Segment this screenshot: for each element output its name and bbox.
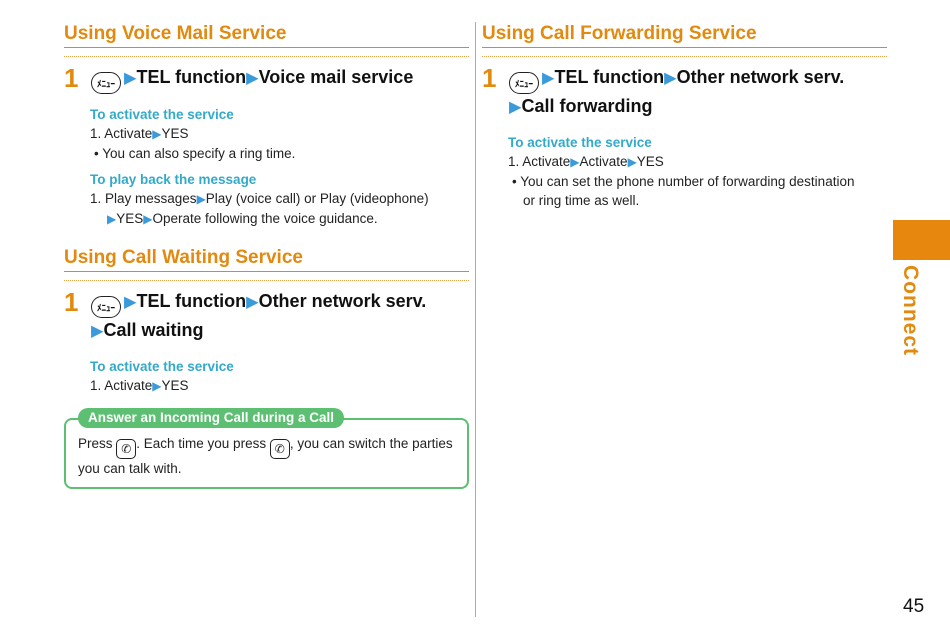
- step-instruction: ﾒﾆｭｰ▶TEL function▶Other network serv.▶Ca…: [509, 65, 887, 120]
- call-forwarding-step: 1 ﾒﾆｭｰ▶TEL function▶Other network serv.▶…: [482, 63, 887, 120]
- step-part: Voice mail service: [258, 67, 414, 87]
- instruction-line: 1. Play messages▶Play (voice call) or Pl…: [90, 189, 469, 209]
- note-body: Press ✆. Each time you press ✆, you can …: [78, 434, 455, 479]
- step-part: TEL function: [136, 67, 247, 87]
- step-part: Call waiting: [103, 320, 204, 340]
- note-text: Press: [78, 436, 117, 451]
- voice-mail-step: 1 ﾒﾆｭｰ▶TEL function▶Voice mail service: [64, 63, 469, 94]
- step-number: 1: [482, 63, 497, 93]
- instruction-text: 1. Play messages: [90, 191, 197, 206]
- column-divider: [475, 22, 476, 617]
- menu-key-icon: ﾒﾆｭｰ: [91, 72, 121, 94]
- arrow-icon: ▶: [246, 69, 259, 87]
- arrow-icon: ▶: [152, 127, 162, 141]
- arrow-icon: ▶: [509, 98, 522, 116]
- call-waiting-section: Using Call Waiting Service 1 ﾒﾆｭｰ▶TEL fu…: [64, 246, 469, 396]
- subsection-title: To activate the service: [90, 359, 234, 374]
- instruction-text: Activate: [579, 154, 628, 169]
- section-dotted-rule: [64, 280, 469, 281]
- arrow-icon: ▶: [107, 212, 117, 226]
- bullet-note-continued: or ring time as well.: [523, 193, 640, 208]
- arrow-icon: ▶: [124, 293, 137, 311]
- instruction-text: 1. Activate: [508, 154, 571, 169]
- chapter-label: Connect: [899, 265, 922, 356]
- call-key-icon: ✆: [269, 439, 290, 459]
- instruction-text: YES: [636, 154, 664, 169]
- subsection-title: To play back the message: [90, 172, 257, 187]
- section-dotted-rule: [64, 56, 469, 57]
- section-dotted-rule: [482, 56, 887, 57]
- arrow-icon: ▶: [627, 155, 637, 169]
- arrow-icon: ▶: [542, 69, 555, 87]
- instruction-text: 1. Activate: [90, 126, 153, 141]
- instruction-text: Play (voice call) or Play (videophone): [205, 191, 429, 206]
- instruction-text: Operate following the voice guidance.: [152, 211, 378, 226]
- section-title-voice-mail: Using Voice Mail Service: [64, 23, 287, 44]
- section-rule: [482, 47, 887, 48]
- step-part: Call forwarding: [521, 96, 653, 116]
- subsection-title: To activate the service: [508, 135, 652, 150]
- subsection-title: To activate the service: [90, 107, 234, 122]
- arrow-icon: ▶: [143, 212, 153, 226]
- menu-key-icon: ﾒﾆｭｰ: [509, 72, 539, 94]
- activate-subsection: To activate the service 1. Activate▶YES …: [90, 106, 469, 163]
- call-forwarding-section: Using Call Forwarding Service 1 ﾒﾆｭｰ▶TEL…: [482, 22, 887, 210]
- activate-subsection: To activate the service 1. Activate▶Acti…: [508, 134, 887, 210]
- arrow-icon: ▶: [246, 293, 259, 311]
- bullet-note: • You can set the phone number of forwar…: [512, 174, 855, 189]
- answer-call-note-box: Answer an Incoming Call during a Call Pr…: [64, 408, 469, 489]
- instruction-text: YES: [161, 126, 189, 141]
- instruction-text: YES: [116, 211, 144, 226]
- arrow-icon: ▶: [124, 69, 137, 87]
- step-instruction: ﾒﾆｭｰ▶TEL function▶Voice mail service: [91, 65, 469, 94]
- call-key-icon: ✆: [116, 439, 137, 459]
- step-instruction: ﾒﾆｭｰ▶TEL function▶Other network serv.▶Ca…: [91, 289, 469, 344]
- instruction-text: YES: [161, 378, 189, 393]
- section-rule: [64, 271, 469, 272]
- step-part: Other network serv.: [258, 291, 427, 311]
- note-text: . Each time you press: [136, 436, 270, 451]
- step-number: 1: [64, 287, 79, 317]
- left-column: Using Voice Mail Service 1 ﾒﾆｭｰ▶TEL func…: [64, 22, 469, 489]
- playback-subsection: To play back the message 1. Play message…: [90, 171, 469, 229]
- note-tag: Answer an Incoming Call during a Call: [78, 408, 345, 428]
- section-title-call-waiting: Using Call Waiting Service: [64, 247, 303, 268]
- instruction-line: ▶YES▶Operate following the voice guidanc…: [90, 209, 469, 229]
- call-waiting-step: 1 ﾒﾆｭｰ▶TEL function▶Other network serv.▶…: [64, 287, 469, 344]
- arrow-icon: ▶: [570, 155, 580, 169]
- voice-mail-section: Using Voice Mail Service 1 ﾒﾆｭｰ▶TEL func…: [64, 22, 469, 229]
- instruction-line: 1. Activate▶Activate▶YES: [508, 152, 887, 172]
- menu-key-icon: ﾒﾆｭｰ: [91, 296, 121, 318]
- section-title-call-forwarding: Using Call Forwarding Service: [482, 23, 757, 44]
- activate-subsection: To activate the service 1. Activate▶YES: [90, 358, 469, 396]
- arrow-icon: ▶: [664, 69, 677, 87]
- chapter-tab: [893, 220, 950, 260]
- step-number: 1: [64, 63, 79, 93]
- arrow-icon: ▶: [91, 322, 104, 340]
- arrow-icon: ▶: [196, 192, 206, 206]
- section-rule: [64, 47, 469, 48]
- bullet-note: • You can also specify a ring time.: [94, 146, 296, 161]
- step-part: TEL function: [136, 291, 247, 311]
- arrow-icon: ▶: [152, 379, 162, 393]
- instruction-line: 1. Activate▶YES: [90, 376, 469, 396]
- step-part: Other network serv.: [676, 67, 845, 87]
- note-text: , you can switch the parties you can tal…: [78, 436, 453, 476]
- instruction-text: 1. Activate: [90, 378, 153, 393]
- step-part: TEL function: [554, 67, 665, 87]
- page-number: 45: [903, 596, 925, 617]
- right-column: Using Call Forwarding Service 1 ﾒﾆｭｰ▶TEL…: [482, 22, 887, 210]
- instruction-line: 1. Activate▶YES: [90, 124, 469, 144]
